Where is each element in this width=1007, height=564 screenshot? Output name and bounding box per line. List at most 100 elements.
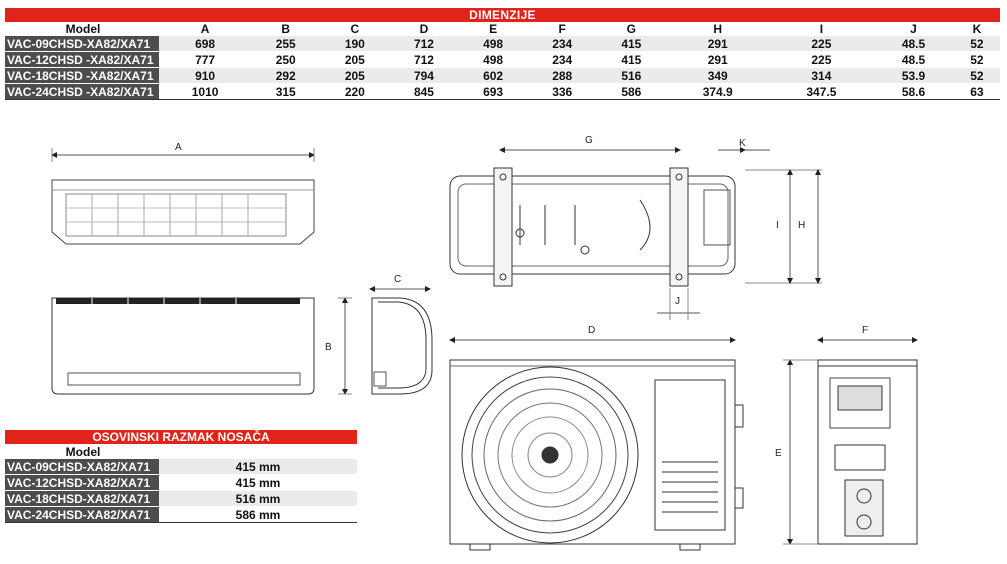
dim-label-c: C: [394, 274, 401, 285]
table-row: VAC-09CHSD-XA82/XA71 698 255 190 712 498…: [5, 36, 1000, 52]
model-cell: VAC-09CHSD-XA82/XA71: [5, 459, 159, 475]
dim-label-f: F: [862, 325, 868, 336]
model-cell: VAC-18CHSD -XA82/XA71: [5, 67, 159, 84]
dimensions-title: DIMENZIJE: [5, 8, 1000, 22]
table-cell: 52: [970, 52, 984, 67]
dim-label-a: A: [175, 142, 182, 153]
dim-label-b: B: [325, 342, 332, 353]
table-cell: 234: [552, 52, 573, 67]
table-cell: 53.9: [873, 67, 954, 84]
table-cell: 63: [953, 83, 1000, 100]
dim-label-i: I: [776, 220, 779, 231]
axle-table-title: OSOVINSKI RAZMAK NOSAČA: [5, 430, 357, 444]
table-cell: 910: [159, 67, 252, 84]
table-cell: 288: [527, 67, 597, 84]
table-cell: 255: [251, 36, 321, 52]
column-header: A: [200, 22, 210, 36]
table-cell: 234: [527, 36, 597, 52]
column-header: G: [626, 22, 637, 36]
table-cell: 374.9: [665, 83, 770, 100]
table-cell: 225: [811, 52, 832, 67]
table-cell: 347.5: [769, 83, 874, 100]
table-cell: 314: [769, 67, 874, 84]
dim-label-g: G: [585, 135, 593, 146]
table-cell: 250: [275, 52, 296, 67]
table-cell: 415 mm: [235, 475, 281, 490]
table-cell: 712: [413, 52, 434, 67]
table-cell: 498: [458, 36, 528, 52]
table-cell: 205: [320, 67, 390, 84]
table-cell: 845: [389, 83, 459, 100]
table-cell: 698: [159, 36, 252, 52]
table-cell: 777: [195, 52, 216, 67]
table-cell: 315: [251, 83, 321, 100]
table-cell: 516: [596, 67, 666, 84]
model-cell: VAC-18CHSD-XA82/XA71: [5, 490, 159, 507]
outdoor-unit-front-view: [449, 337, 744, 551]
table-cell: 415 mm: [159, 459, 357, 475]
model-cell: VAC-09CHSD-XA82/XA71: [5, 36, 159, 52]
table-row: VAC-12CHSD -XA82/XA71 777 250 205 712 49…: [5, 51, 1000, 68]
table-cell: 291: [707, 52, 728, 67]
column-header: H: [713, 22, 723, 36]
table-cell: 291: [665, 36, 770, 52]
axle-spacing-table: OSOVINSKI RAZMAK NOSAČA Model VAC-09CHSD…: [5, 430, 357, 523]
dim-label-h: H: [798, 220, 805, 231]
table-cell: 415: [621, 52, 642, 67]
indoor-unit-side-view: [369, 286, 433, 395]
table-cell: 349: [665, 67, 770, 84]
column-header: J: [910, 22, 917, 36]
model-cell: VAC-12CHSD-XA82/XA71: [5, 474, 159, 491]
table-cell: 415: [596, 36, 666, 52]
model-column-header: Model: [65, 22, 101, 36]
dim-label-j: J: [675, 296, 680, 307]
model-cell: VAC-12CHSD -XA82/XA71: [5, 51, 159, 68]
table-cell: 225: [769, 36, 874, 52]
model-cell: VAC-24CHSD-XA82/XA71: [5, 506, 159, 523]
table-cell: 794: [389, 67, 459, 84]
table-row: VAC-24CHSD-XA82/XA71 586 mm: [5, 506, 357, 523]
outdoor-unit-side-view: [783, 337, 918, 545]
dim-label-k: K: [739, 138, 746, 149]
table-cell: 586 mm: [159, 506, 357, 523]
dim-label-e: E: [775, 448, 782, 459]
model-column-header: Model: [65, 444, 101, 459]
dim-label-d: D: [588, 325, 595, 336]
table-cell: 602: [458, 67, 528, 84]
table-row: VAC-09CHSD-XA82/XA71 415 mm: [5, 459, 357, 475]
table-row: VAC-12CHSD-XA82/XA71 415 mm: [5, 474, 357, 491]
table-cell: 292: [251, 67, 321, 84]
table-cell: 220: [320, 83, 390, 100]
value-column-header: [159, 444, 357, 459]
table-cell: 190: [320, 36, 390, 52]
column-header: K: [972, 22, 982, 36]
table-row: VAC-24CHSD -XA82/XA71 1010 315 220 845 6…: [5, 83, 1000, 100]
table-cell: 498: [483, 52, 504, 67]
table-cell: 516 mm: [159, 490, 357, 507]
model-cell: VAC-24CHSD -XA82/XA71: [5, 83, 159, 100]
table-cell: 712: [389, 36, 459, 52]
table-cell: 48.5: [873, 36, 954, 52]
table-cell: 48.5: [901, 52, 926, 67]
table-cell: 336: [527, 83, 597, 100]
outdoor-unit-top-view: [449, 147, 822, 320]
dimensions-header-row: Model A B C D E F G H I J K: [5, 22, 1000, 36]
table-row: VAC-18CHSD-XA82/XA71 516 mm: [5, 490, 357, 507]
indoor-unit-top-view: [51, 148, 315, 245]
table-row: VAC-18CHSD -XA82/XA71 910 292 205 794 60…: [5, 67, 1000, 84]
column-header: C: [350, 22, 360, 36]
column-header: E: [489, 22, 498, 36]
table-cell: 205: [344, 52, 365, 67]
table-cell: 58.6: [873, 83, 954, 100]
table-cell: 1010: [159, 83, 252, 100]
dimensions-table: DIMENZIJE Model A B C D E F G H I J K VA…: [5, 8, 1000, 100]
column-header: B: [281, 22, 291, 36]
column-header: D: [419, 22, 429, 36]
indoor-unit-front-view: [51, 297, 352, 395]
table-cell: 52: [953, 67, 1000, 84]
table-cell: 52: [953, 36, 1000, 52]
table-cell: 586: [596, 83, 666, 100]
column-header: I: [819, 22, 824, 36]
table-cell: 693: [458, 83, 528, 100]
